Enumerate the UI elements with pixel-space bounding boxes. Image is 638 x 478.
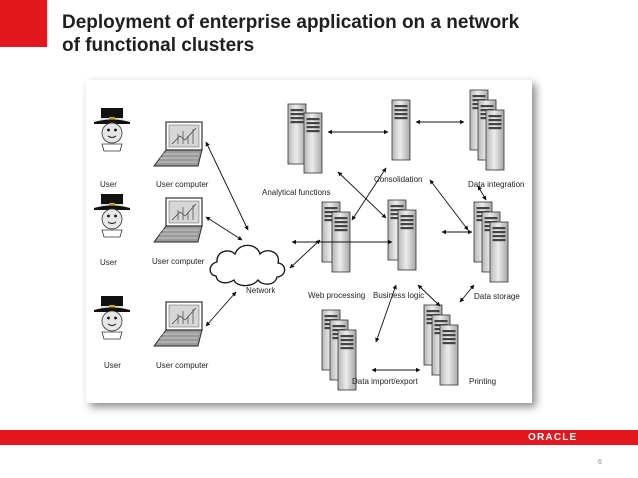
network-label: Network xyxy=(246,286,276,295)
consolidation-label: Consolidation xyxy=(374,175,422,184)
deployment-diagram: User User computer User User computer Us… xyxy=(86,80,532,403)
data-storage-label: Data storage xyxy=(474,292,520,301)
data-import-export-label: Data import/export xyxy=(352,377,419,386)
consolidation-server-icon xyxy=(391,99,411,161)
user-computer-1-icon xyxy=(153,121,203,167)
user-2-label: User xyxy=(100,258,117,267)
data-integration-label: Data integration xyxy=(468,180,524,189)
footer-bar xyxy=(0,430,638,445)
user-1-label: User xyxy=(100,180,117,189)
analytical-server-icon xyxy=(303,112,323,174)
user-2-icon xyxy=(93,193,131,238)
web-processing-label: Web processing xyxy=(308,291,365,300)
accent-square xyxy=(0,0,47,47)
page-number: 6 xyxy=(598,459,602,466)
business-logic-server-icon xyxy=(397,209,417,271)
data-storage-server-icon xyxy=(489,221,509,283)
user-1-icon xyxy=(93,107,131,152)
user-3-label: User xyxy=(104,361,121,370)
user-computer-3-icon xyxy=(153,301,203,347)
connection-arrows xyxy=(205,119,487,373)
network-cloud-icon xyxy=(209,244,286,287)
user-computer-2-icon xyxy=(153,197,203,243)
business-logic-label: Business logic xyxy=(373,291,424,300)
user-computer-2-label: User computer xyxy=(152,257,205,266)
analytical-functions-label: Analytical functions xyxy=(262,188,330,197)
user-computer-3-label: User computer xyxy=(156,361,209,370)
user-computer-1-label: User computer xyxy=(156,180,209,189)
slide-title: Deployment of enterprise application on … xyxy=(62,11,622,57)
oracle-logo: ORACLE xyxy=(528,432,578,443)
slide-title-line-1: Deployment of enterprise application on … xyxy=(62,12,520,33)
user-3-icon xyxy=(93,295,131,340)
printing-label: Printing xyxy=(469,377,496,386)
data-integration-server-icon xyxy=(485,109,505,171)
analytical-server-icon xyxy=(287,103,307,165)
printing-server-icon xyxy=(439,324,459,386)
slide-title-line-2: of functional clusters xyxy=(62,35,255,56)
